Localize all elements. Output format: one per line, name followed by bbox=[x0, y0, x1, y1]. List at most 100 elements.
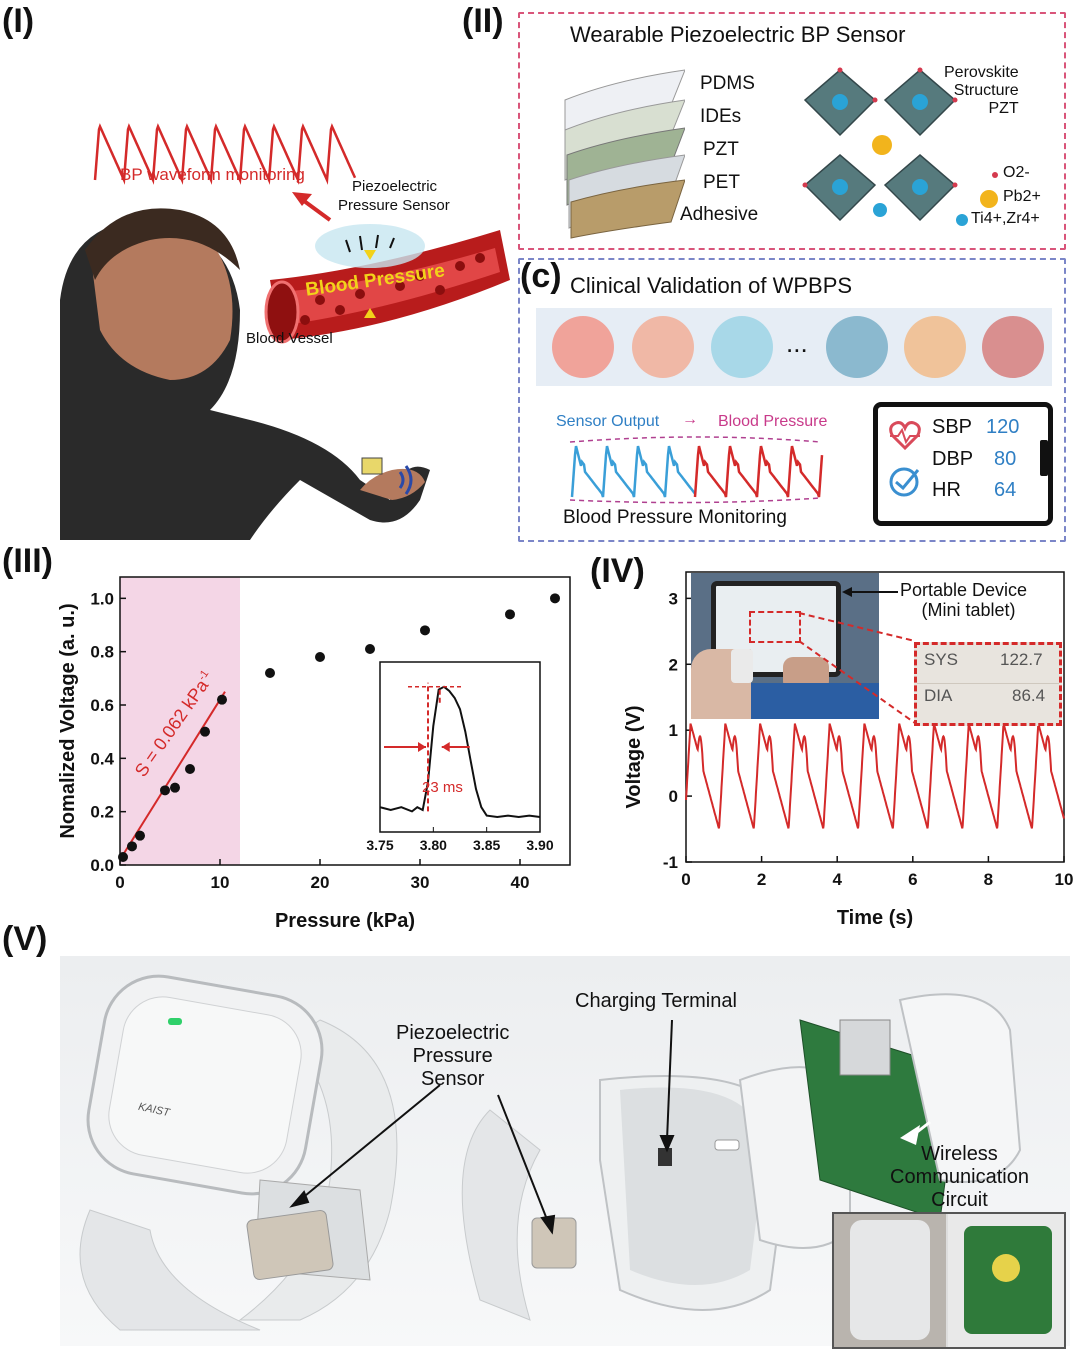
x-tick-label: 0 bbox=[115, 873, 124, 892]
panel-label-1: (I) bbox=[2, 2, 35, 40]
inset-width-annotation: 23 ms bbox=[422, 779, 463, 796]
heart-icon bbox=[889, 421, 921, 451]
clinical-box bbox=[518, 258, 1066, 542]
sensor-output-label: Sensor Output bbox=[556, 413, 660, 430]
lead-legend-icon bbox=[980, 190, 998, 208]
x-tick-label: 8 bbox=[984, 870, 993, 889]
sensor-layers-illustration bbox=[564, 69, 685, 239]
x-tick-label: 4 bbox=[832, 870, 842, 889]
wristband-render bbox=[79, 974, 1022, 1331]
x-axis-label: Pressure (kPa) bbox=[275, 910, 415, 932]
inset-x-tick-label: 3.85 bbox=[473, 837, 500, 853]
piezo-sensor-caption-line2: Pressure bbox=[412, 1045, 493, 1067]
sys-label: SYS bbox=[924, 650, 959, 669]
y-tick-label: 0.0 bbox=[90, 856, 114, 875]
oxygen-legend-icon bbox=[992, 172, 998, 178]
zoom-connector-lines bbox=[798, 612, 916, 724]
tablet-side-button bbox=[1040, 440, 1048, 476]
data-point bbox=[170, 782, 180, 793]
device-front-photo bbox=[850, 1220, 930, 1340]
participant-avatar bbox=[632, 316, 694, 378]
clinical-box-title: Clinical Validation of WPBPS bbox=[570, 273, 853, 298]
layer-label-pdms: PDMS bbox=[700, 73, 755, 94]
y-tick-label: 0.6 bbox=[90, 696, 114, 715]
participants-ellipsis: ... bbox=[786, 328, 808, 358]
zoomed-bp-readout bbox=[914, 642, 1062, 726]
tablet-highlight bbox=[749, 611, 801, 643]
hr-value: 64 bbox=[994, 479, 1017, 501]
y-tick-label: -1 bbox=[663, 853, 678, 872]
data-point bbox=[265, 668, 275, 678]
dbp-label: DBP bbox=[932, 448, 974, 470]
panel-label-3: (III) bbox=[2, 542, 53, 580]
inset-x-tick-label: 3.80 bbox=[420, 837, 447, 853]
wireless-circuit-caption: Wireless Communication Circuit bbox=[890, 1143, 1029, 1212]
sensor-box bbox=[518, 12, 1066, 250]
panel-label-4: (IV) bbox=[590, 552, 645, 590]
titanium-legend-label: Ti4+,Zr4+ bbox=[971, 210, 1040, 227]
y-tick-label: 2 bbox=[669, 655, 678, 674]
inset-arrow-left-head bbox=[418, 742, 426, 752]
perovskite-title-line3: PZT bbox=[988, 100, 1019, 117]
x-tick-label: 30 bbox=[411, 873, 430, 892]
perovskite-title-line2: Structure bbox=[953, 82, 1019, 99]
bp-monitoring-caption: Blood Pressure Monitoring bbox=[563, 507, 787, 528]
wireless-circuit-caption-line3: Circuit bbox=[931, 1189, 988, 1211]
readout-divider bbox=[917, 683, 1059, 684]
lead-legend-label: Pb2+ bbox=[1003, 188, 1041, 205]
participant-avatar bbox=[552, 316, 614, 378]
y-axis-label: Voltage (V) bbox=[623, 706, 645, 809]
portable-device-caption-line2: (Mini tablet) bbox=[921, 600, 1016, 620]
sys-value: 122.7 bbox=[1000, 650, 1043, 669]
blood-vessel-illustration bbox=[264, 224, 510, 344]
device-photo bbox=[691, 573, 879, 719]
voltage-series-line bbox=[685, 723, 1065, 829]
arrow-right-icon: → bbox=[682, 411, 698, 428]
hr-label: HR bbox=[932, 479, 961, 501]
y-tick-label: 0 bbox=[669, 787, 678, 806]
portable-device-caption: Portable Device (Mini tablet) bbox=[900, 580, 1027, 620]
y-tick-label: 0.4 bbox=[90, 749, 114, 768]
data-point bbox=[127, 841, 137, 852]
data-point bbox=[505, 609, 515, 620]
y-tick-label: 0.2 bbox=[90, 803, 114, 822]
inset-pulse-line bbox=[379, 685, 541, 819]
perovskite-crystal-illustration bbox=[802, 67, 958, 222]
x-tick-label: 2 bbox=[757, 870, 766, 889]
sensor-box-title: Wearable Piezoelectric BP Sensor bbox=[570, 22, 906, 47]
sensor-caption-line2: Pressure Sensor bbox=[338, 197, 450, 214]
dbp-value: 80 bbox=[994, 448, 1017, 470]
panel-label-c: (c) bbox=[520, 257, 562, 295]
y-tick-label: 1 bbox=[669, 721, 678, 740]
layer-label-pet: PET bbox=[703, 172, 740, 193]
layer-label-pzt: PZT bbox=[703, 139, 739, 160]
dia-value: 86.4 bbox=[1012, 686, 1046, 705]
participant-avatar bbox=[904, 316, 966, 378]
y-axis-label: Nomalized Voltage (a. u.) bbox=[57, 603, 79, 838]
layer-label-ides: IDEs bbox=[700, 106, 742, 127]
participants-strip bbox=[536, 308, 1052, 386]
piezo-sensor-caption-line3: Sensor bbox=[421, 1068, 485, 1090]
plot-frame bbox=[119, 576, 571, 866]
check-icon bbox=[889, 467, 920, 497]
charging-terminal-caption: Charging Terminal bbox=[575, 990, 737, 1012]
data-point bbox=[200, 726, 210, 737]
data-point bbox=[135, 830, 145, 841]
portable-device-caption-line1: Portable Device bbox=[900, 580, 1028, 600]
inset-arrow-right-head bbox=[441, 742, 450, 752]
data-point bbox=[315, 652, 325, 662]
y-tick-label: 3 bbox=[669, 589, 678, 608]
data-point bbox=[365, 644, 375, 654]
wireless-circuit-caption-line1: Wireless bbox=[921, 1143, 998, 1165]
data-point bbox=[160, 785, 170, 796]
blood-pressure-label: Blood Pressure bbox=[718, 413, 828, 430]
plot-frame bbox=[685, 571, 1065, 863]
perovskite-title: Perovskite Structure PZT bbox=[944, 64, 1019, 118]
bp-waveform bbox=[93, 123, 357, 185]
sensor-caption-line1: Piezoelectric bbox=[352, 178, 438, 195]
arrow-head-icon bbox=[292, 192, 312, 206]
tablet-readout bbox=[873, 402, 1053, 526]
x-tick-label: 10 bbox=[1055, 870, 1074, 889]
device-photo-inset bbox=[832, 1212, 1066, 1349]
